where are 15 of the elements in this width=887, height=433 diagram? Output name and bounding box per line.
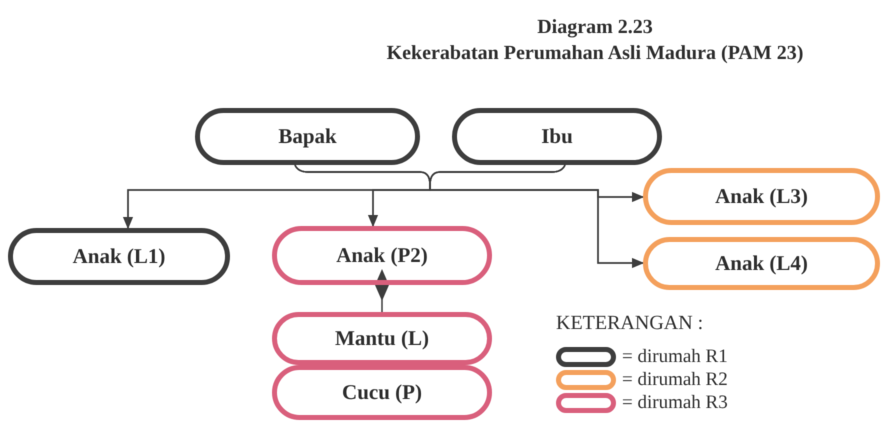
connector-arrow — [429, 164, 644, 268]
legend-text: = dirumah R1 — [622, 344, 728, 369]
diagram-subtitle: Kekerabatan Perumahan Asli Madura (PAM 23) — [386, 41, 804, 66]
legend-heading: KETERANGAN : — [556, 311, 704, 336]
rounded-box: Ibu — [452, 108, 662, 165]
diagram-title: Diagram 2.23 — [536, 15, 654, 40]
rounded-box: Anak (L4) — [643, 237, 880, 290]
rounded-box: Bapak — [195, 108, 420, 165]
rounded-box: Mantu (L) — [272, 312, 492, 365]
rounded-box: Anak (L1) — [8, 228, 230, 285]
legend-text: = dirumah R2 — [622, 368, 728, 392]
rounded-box: Anak (L3) — [643, 168, 880, 225]
rounded-box: Cucu (P) — [272, 365, 492, 420]
rounded-box: Anak (P2) — [272, 226, 492, 285]
legend-text: = dirumah R3 — [622, 390, 728, 415]
